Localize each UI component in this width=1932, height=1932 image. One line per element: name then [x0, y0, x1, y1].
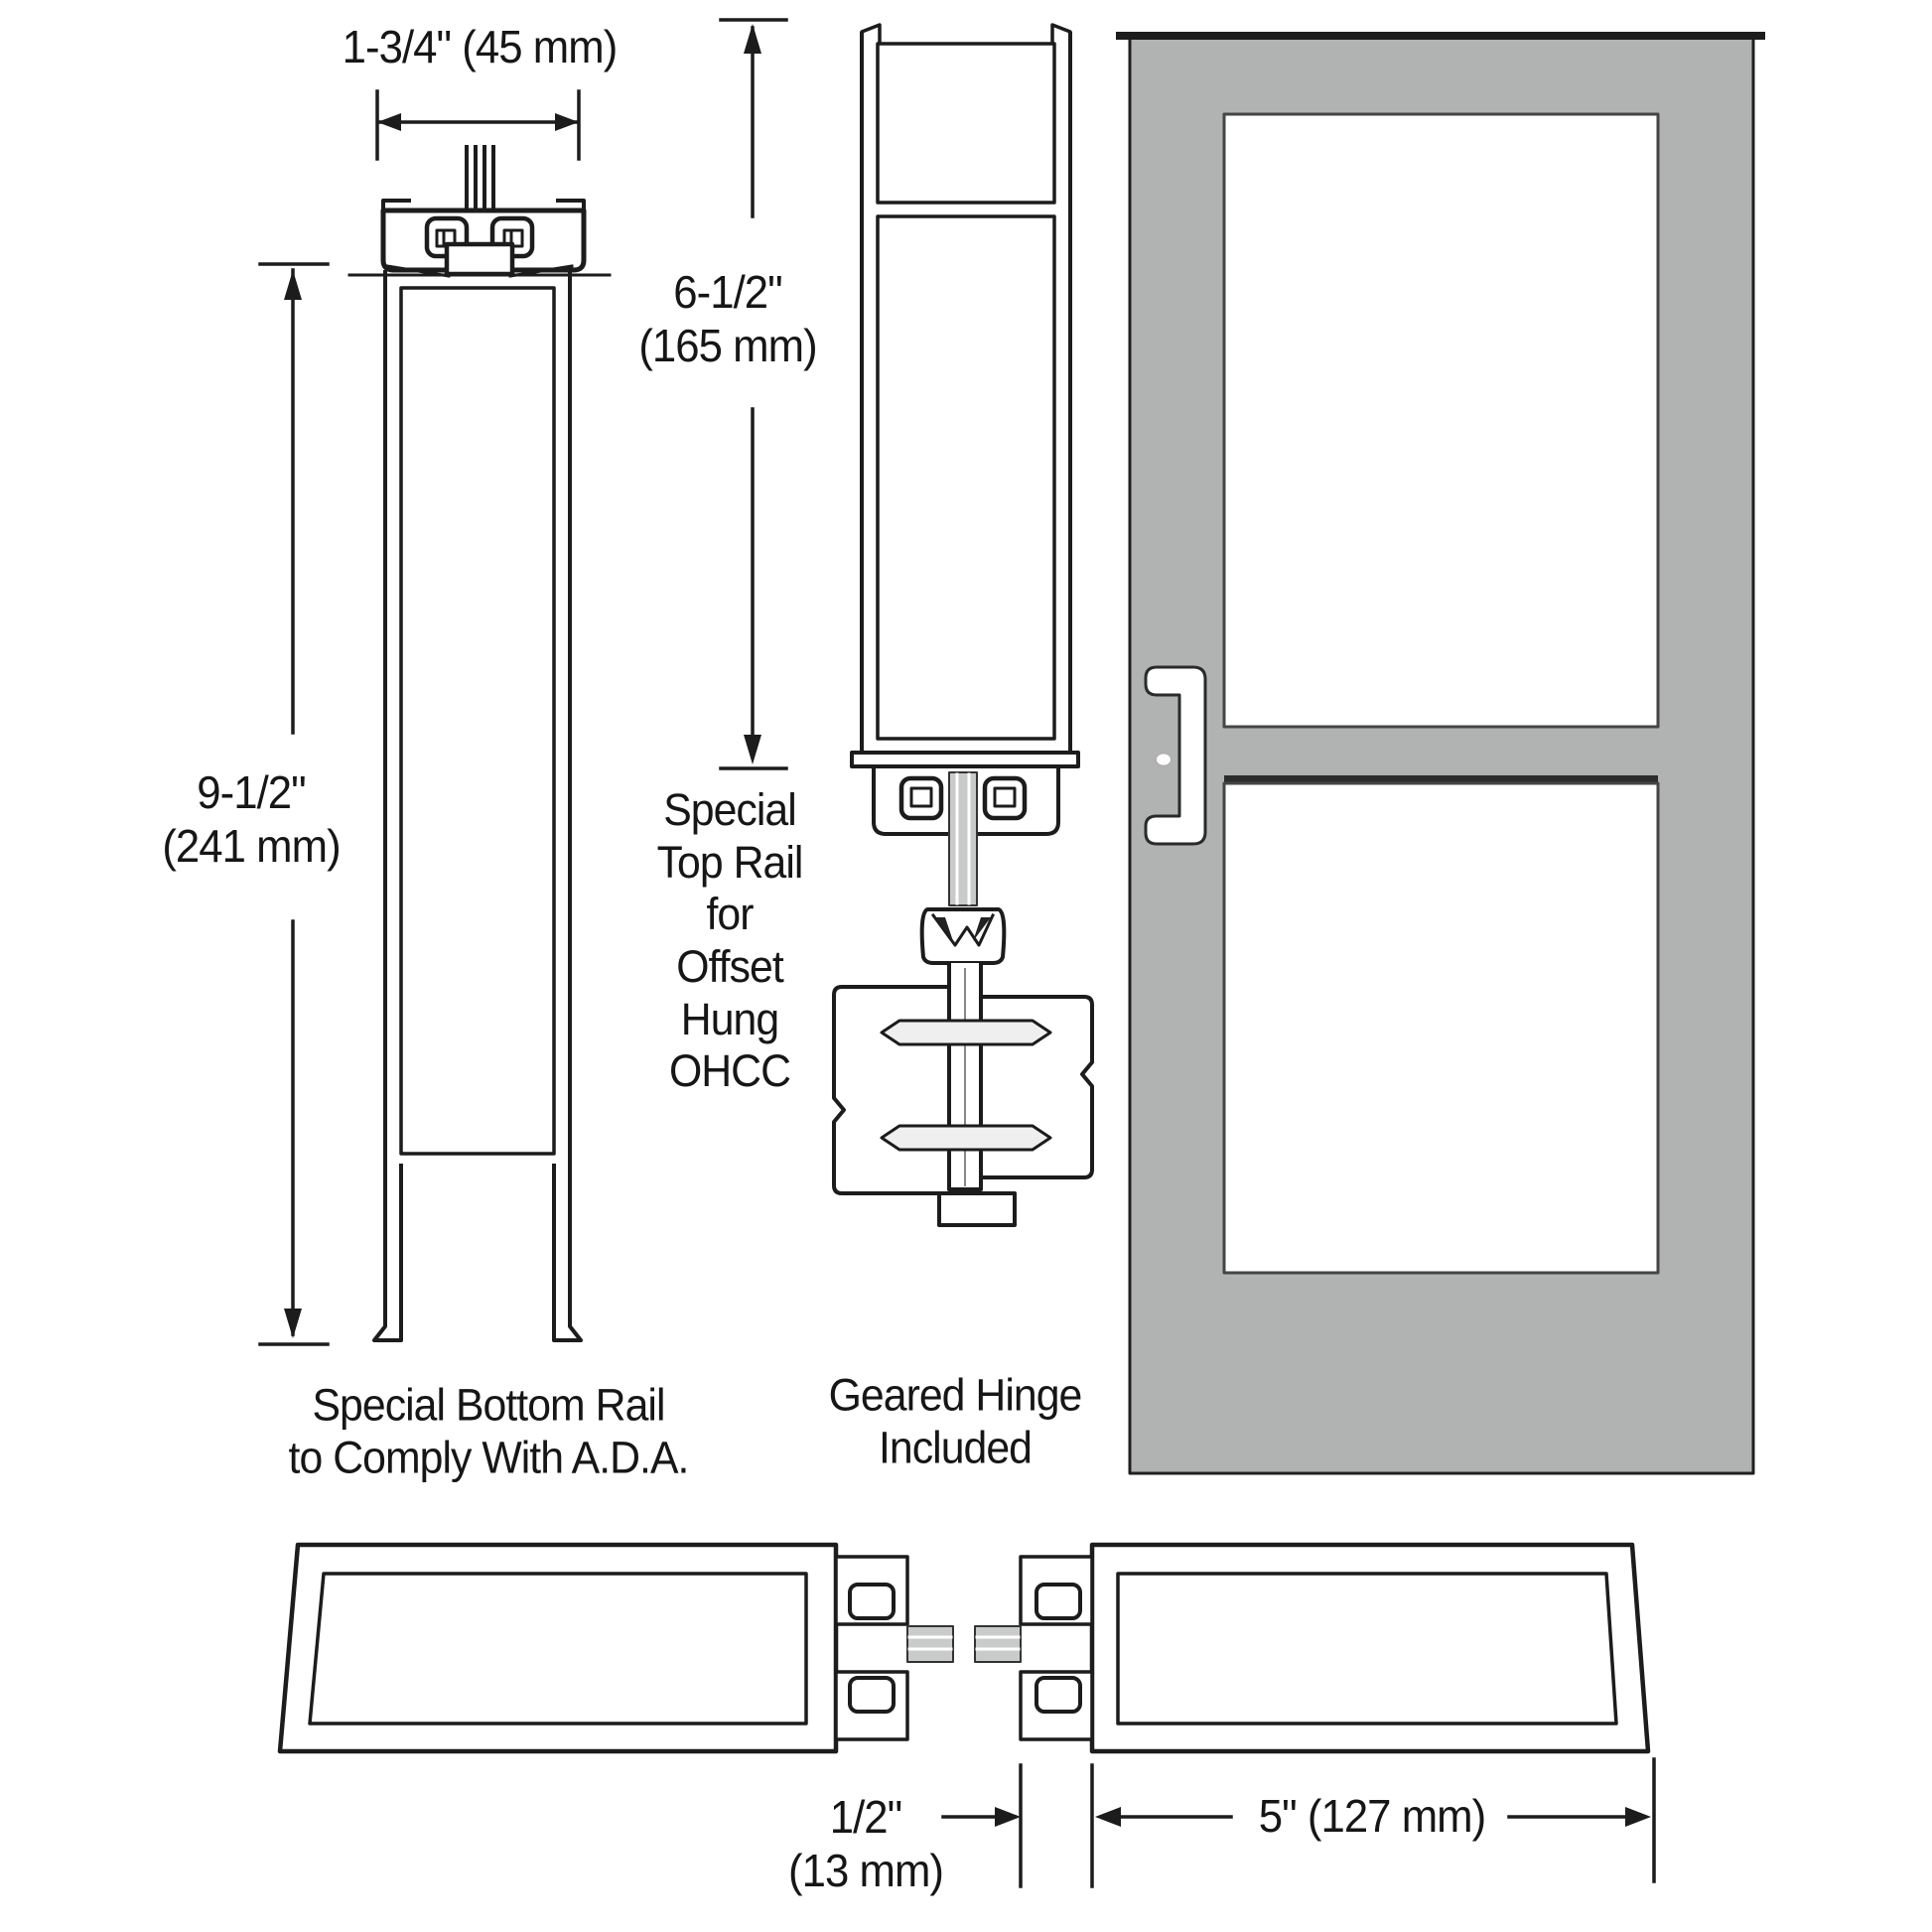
stile-inner	[1116, 1572, 1618, 1725]
pocket-lower	[834, 1670, 909, 1741]
bottom-flange	[850, 751, 1080, 768]
dim-label-stile-width: 5" (127 mm)	[1258, 1790, 1486, 1843]
bottom-rail-section	[347, 145, 612, 1342]
stile-outer	[277, 1542, 839, 1754]
stile-inner	[308, 1572, 808, 1725]
dim-label-bottom-rail-height: 9-1/2" (241 mm)	[162, 766, 341, 872]
door-glass-lower	[1222, 781, 1660, 1275]
weather-flaps	[347, 264, 612, 278]
dim-joint-gap	[941, 1763, 1094, 1888]
bottom-stile-section-right	[974, 1542, 1651, 1754]
hinge-pin-upper	[880, 1019, 1052, 1046]
pocket-gasket-b	[1035, 1676, 1082, 1714]
glass-stub-highlights	[907, 1635, 953, 1651]
rail-inner-cell	[399, 286, 556, 1156]
setting-block	[444, 241, 515, 277]
hinge-leaf-right	[979, 995, 1094, 1179]
pocket-upper	[834, 1555, 909, 1626]
pocket-gasket-b	[848, 1676, 896, 1714]
dim-bottom-rail-height	[258, 262, 330, 1346]
lower-cell	[876, 214, 1056, 741]
door-elevation	[1116, 32, 1765, 1475]
pocket-gasket-left	[898, 775, 944, 821]
pocket-gasket-left-detail	[909, 786, 933, 808]
rail-wall-right	[552, 270, 583, 1342]
upper-cell	[876, 42, 1056, 205]
hinge-cap-fill	[935, 917, 991, 941]
pocket-gasket-a	[1035, 1583, 1082, 1620]
glass-stub	[906, 1625, 954, 1663]
top-rail-section	[850, 23, 1080, 906]
caption-geared-hinge: Geared Hinge Included	[828, 1369, 1083, 1472]
glass-stub	[974, 1625, 1022, 1663]
outer-walls	[860, 32, 1072, 755]
stile-outer	[1089, 1542, 1651, 1754]
dim-label-joint-gap: 1/2" (13 mm)	[787, 1791, 944, 1896]
dim-label-top-rail-height: 6-1/2" (165 mm)	[638, 266, 817, 371]
glass-stub-highlights	[975, 1635, 1021, 1651]
hinge-cap-detail	[930, 912, 995, 947]
hinge-foot	[937, 1191, 1017, 1227]
pocket-gasket-a	[848, 1583, 896, 1620]
hinge-pin-lower	[880, 1124, 1052, 1152]
door-pull-handle	[1144, 665, 1207, 846]
dim-stile-width	[1095, 1757, 1656, 1883]
caption-top-rail: Special Top Rail for Offset Hung OHCC	[656, 784, 804, 1097]
geared-hinge	[832, 907, 1094, 1227]
pocket-gasket-right	[982, 775, 1028, 821]
rail-clamp-ears	[381, 199, 586, 214]
hinge-leaf-left	[832, 985, 951, 1195]
rail-wall-left	[372, 270, 403, 1342]
pocket-gasket-right-detail	[993, 786, 1017, 808]
dim-top-rail-height	[719, 18, 788, 770]
door-glass-upper	[1222, 112, 1660, 729]
caption-bottom-rail: Special Bottom Rail to Comply With A.D.A…	[288, 1379, 690, 1482]
glass-lines	[465, 145, 495, 246]
dim-rail-width	[375, 89, 581, 161]
door-midrail-shadow	[1224, 775, 1658, 783]
glass-strip	[948, 771, 978, 906]
bottom-stile-section-left	[277, 1542, 954, 1754]
lock-cylinder-dot	[1155, 752, 1173, 767]
glass-strip-highlights	[955, 772, 971, 905]
dim-label-rail-width: 1-3/4" (45 mm)	[342, 21, 619, 73]
